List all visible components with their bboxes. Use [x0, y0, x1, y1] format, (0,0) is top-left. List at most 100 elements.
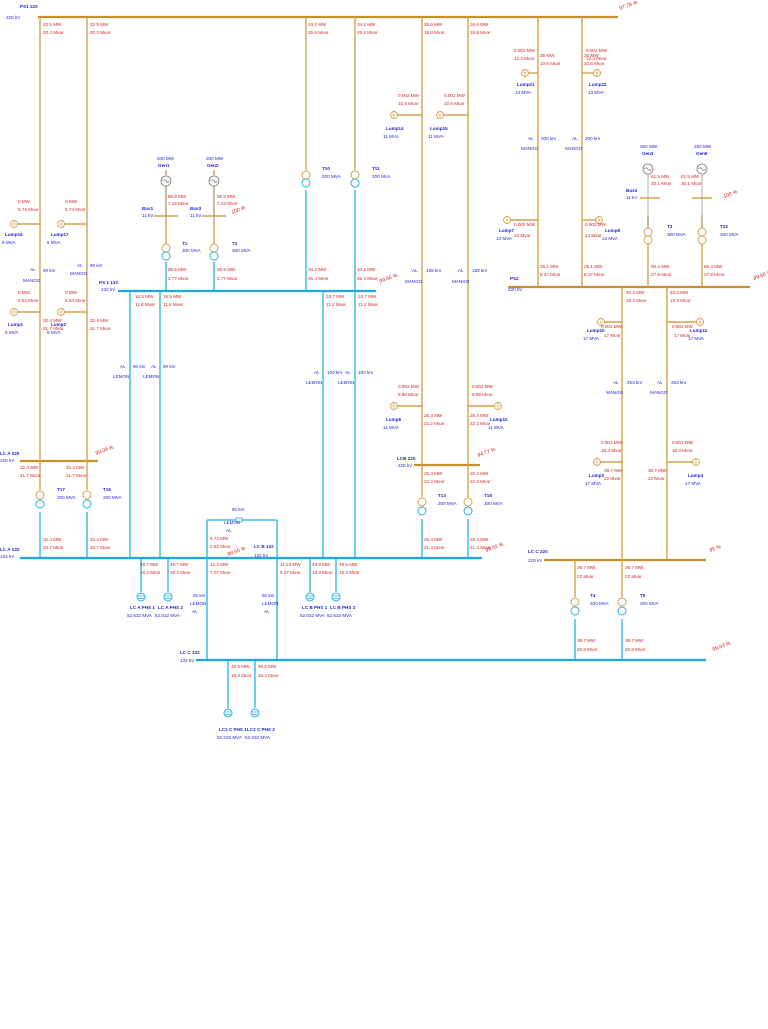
t5-name: T5: [640, 593, 646, 598]
flow-mw: 32.4 MW: [43, 318, 62, 323]
flow-mvar: 7.07 Mvar: [210, 570, 231, 575]
flow-mw: 33.7 MW: [358, 294, 377, 299]
t17-mva: 200 MVA: [57, 495, 76, 500]
bus-lca-220-pct: 99.09 %: [95, 445, 115, 457]
load-lcc2-icon: [250, 708, 260, 718]
flow-mw: 26.6 MW: [470, 22, 489, 27]
lcc2-name: LC2 C PHS 2: [247, 727, 275, 732]
flow-mvar: 21.4 Mvar: [424, 545, 445, 550]
flow-mvar: 19.3 Mvar: [670, 298, 691, 303]
flow-mvar: 22.2 Mvar: [424, 421, 445, 426]
flow-mw: 34.2 MW: [308, 267, 327, 272]
bus-lcb-132-name: LC B 132: [254, 544, 274, 549]
flow-mw: 16.5 MW: [135, 294, 154, 299]
transformer-t5-icon: [617, 597, 627, 616]
line-length: 253 km: [671, 380, 686, 385]
flow-mvar: 9.88 Mvar: [472, 392, 493, 397]
lump14-icon: [390, 111, 398, 119]
flow-mw: 65.4 MW: [704, 264, 723, 269]
t1-name: T1: [182, 241, 188, 246]
flow-mw: 12.3 MW: [210, 562, 229, 567]
lump21-icon: [521, 69, 529, 77]
gen5-flow-mvar: 30.1 Mvar: [681, 181, 702, 186]
reactor-icon: [235, 517, 243, 523]
flow-mw: 39.7 MW: [604, 468, 623, 473]
flow-mw: 0 MW: [65, 199, 78, 204]
flow-mvar: 22 Mvar: [648, 476, 665, 481]
line-length: 253 km: [627, 380, 642, 385]
flow-mvar: 22 Mvar: [625, 574, 642, 579]
line-label-al: AL: [412, 268, 418, 273]
line-label-lemon: LEMON: [306, 380, 322, 385]
bus-ps2-pct: 99.66 %: [753, 270, 768, 282]
flow-mvar: 5.54 Mvar: [65, 298, 86, 303]
flow-mvar: 16.3 Mvar: [339, 570, 360, 575]
t15-mva: 200 MVA: [484, 501, 503, 506]
line-length: 90 km: [163, 364, 176, 369]
bus-ps1-220-kv: 220 kV: [6, 15, 21, 20]
flow-mw: 0.002 MW: [585, 222, 607, 227]
lump8-icon: [595, 216, 603, 224]
flow-mvar: 26.4 Mvar: [357, 276, 378, 281]
line-label-mango: MANGO: [23, 278, 41, 283]
flow-mvar: 20.7 Mvar: [43, 545, 64, 550]
flow-mw: 40.3 MW: [626, 290, 645, 295]
bus1-name: Bus1: [142, 206, 154, 211]
flow-mvar: 18.8 Mvar: [424, 30, 445, 35]
flow-mw: 0 MW: [18, 290, 31, 295]
lump22-name: Lump22: [589, 82, 607, 87]
flow-mvar: 27.8 Mvar: [704, 272, 725, 277]
lump22-mva: 13 MVA: [588, 90, 605, 95]
gen1-flow-mvar: 7.22 Mvar: [168, 201, 189, 206]
flow-mvar: 10.5 Mvar: [398, 101, 419, 106]
flow-mw: 49.7 MW: [170, 562, 189, 567]
lump1-name: Lump1: [8, 322, 24, 327]
bus-lca-220-kv: 220 kV: [0, 458, 15, 463]
flow-mw: 0.001 MW: [672, 440, 694, 445]
lump7-name: Lump7: [499, 228, 515, 233]
flow-mw: 49.6 MW: [339, 562, 358, 567]
t2-mva: 300 MVA: [232, 248, 251, 253]
load-lca1-icon: [136, 592, 146, 602]
flow-mvar: 3.77 Mvar: [168, 276, 189, 281]
flow-mvar: 26.4 Mvar: [308, 276, 329, 281]
gen3-name: Gen3: [642, 151, 654, 156]
line-length: 100 km: [358, 370, 373, 375]
flow-mw: 86.5 MW: [217, 267, 236, 272]
line-labels: AL MANGO 90 km AL MANGO 90 km AL LEMON 9…: [23, 136, 686, 614]
flow-mw: 32.5 MW: [43, 22, 62, 27]
load-lcc1-icon: [223, 708, 233, 718]
bus-lca-132-name: LC A 132: [0, 547, 20, 552]
flow-mw: 26.4 MW: [424, 471, 443, 476]
lump11-icon: [696, 318, 704, 326]
flow-mw: 26.4 MW: [470, 413, 489, 418]
lump6-icon: [390, 402, 398, 410]
t10-name: T10: [322, 166, 330, 171]
gen1-mw: 200 MW: [157, 156, 175, 161]
lcc1-mva: 52.632 MVA: [217, 735, 243, 740]
lump2-mva: 6 MVA: [47, 330, 61, 335]
flow-mvar: 16.3 Mvar: [312, 570, 333, 575]
t22-name: T22: [720, 224, 728, 229]
lump15-icon: [436, 111, 444, 119]
lcb1-name: LC B PHS 1: [302, 605, 328, 610]
line-label-al: AL: [120, 364, 126, 369]
flow-mvar: 8.47 Mvar: [584, 272, 605, 277]
flow-mvar: 20.7 Mvar: [90, 545, 111, 550]
lump10-icon: [597, 318, 605, 326]
lcb2-name: LC B PHS 2: [330, 605, 356, 610]
bus-ps1-220-name: PS1 220: [20, 4, 38, 9]
lca1-name: LC A PHS 1: [130, 605, 155, 610]
flow-mvar: 16.3 Mvar: [170, 570, 191, 575]
bus3-name: Bus3: [190, 206, 202, 211]
t11-name: T11: [372, 166, 380, 171]
lump21-mva: 13 MVA: [515, 90, 532, 95]
lcc1-name: LC1 C PHS 1: [219, 727, 247, 732]
t5-mva: 200 MVA: [640, 601, 659, 606]
flow-mw: 0.001 MW: [672, 324, 694, 329]
lump6-mva: 11 MVA: [383, 425, 400, 430]
flow-mw: 0.002 MW: [514, 222, 536, 227]
line-label-mango: MANGO: [650, 390, 668, 395]
lump-icons: [10, 69, 704, 466]
line-label-lemon: LEMON: [338, 380, 354, 385]
